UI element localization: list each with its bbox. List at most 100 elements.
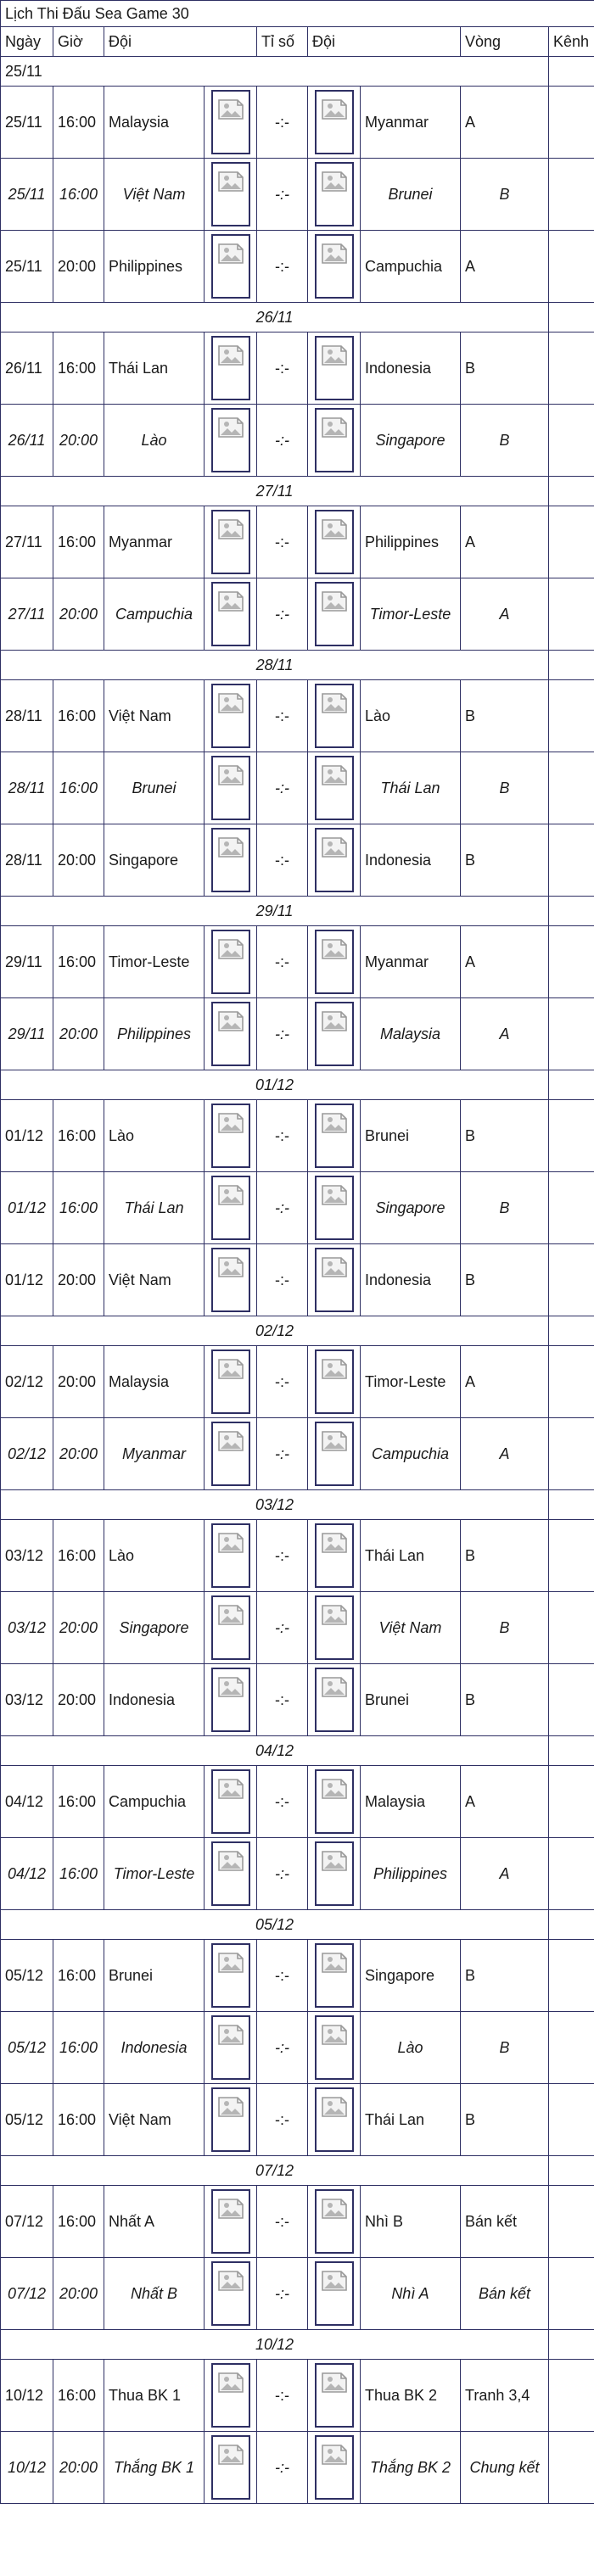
match-date: 02/12 bbox=[0, 1417, 53, 1490]
team2-flag bbox=[307, 1939, 361, 2012]
channel-cell bbox=[547, 1099, 594, 1172]
broken-image-icon bbox=[210, 684, 250, 748]
match-date: 27/11 bbox=[0, 506, 53, 578]
team2-name: Philippines bbox=[360, 1837, 461, 1910]
channel-cell bbox=[547, 2431, 594, 2504]
team1-flag bbox=[204, 925, 257, 998]
team1-flag bbox=[204, 230, 257, 303]
match-round: Bán kết bbox=[460, 2257, 549, 2330]
team1-name: Việt Nam bbox=[104, 1243, 205, 1316]
date-row: 26/11 bbox=[0, 302, 594, 332]
match-time: 20:00 bbox=[53, 1591, 104, 1664]
match-score: -:- bbox=[256, 578, 308, 651]
broken-image-icon bbox=[314, 1248, 354, 1312]
team1-name: Singapore bbox=[104, 1591, 205, 1664]
title-row: Lịch Thi Đấu Sea Game 30 bbox=[0, 0, 594, 27]
date-row: 03/12 bbox=[0, 1489, 594, 1520]
channel-cell bbox=[547, 302, 594, 332]
team2-flag bbox=[307, 2185, 361, 2258]
channel-cell bbox=[547, 1345, 594, 1418]
channel-cell bbox=[547, 925, 594, 998]
team2-name: Brunei bbox=[360, 158, 461, 231]
match-time: 20:00 bbox=[53, 824, 104, 897]
team1-name: Indonesia bbox=[104, 1663, 205, 1736]
channel-cell bbox=[547, 2011, 594, 2084]
broken-image-icon bbox=[210, 1176, 250, 1240]
team1-flag bbox=[204, 506, 257, 578]
team2-flag bbox=[307, 2431, 361, 2504]
match-round: B bbox=[460, 1519, 549, 1592]
broken-image-icon bbox=[314, 1769, 354, 1834]
match-round: B bbox=[460, 158, 549, 231]
team2-name: Singapore bbox=[360, 404, 461, 477]
team2-name: Brunei bbox=[360, 1663, 461, 1736]
channel-cell bbox=[547, 1735, 594, 1766]
broken-image-icon bbox=[210, 828, 250, 892]
team1-name: Thái Lan bbox=[104, 1171, 205, 1244]
channel-cell bbox=[547, 506, 594, 578]
broken-image-icon bbox=[210, 2087, 250, 2152]
channel-cell bbox=[547, 230, 594, 303]
team2-flag bbox=[307, 86, 361, 159]
match-score: -:- bbox=[256, 230, 308, 303]
match-date: 04/12 bbox=[0, 1765, 53, 1838]
match-date: 25/11 bbox=[0, 158, 53, 231]
date-heading: 26/11 bbox=[0, 302, 549, 332]
team1-flag bbox=[204, 86, 257, 159]
team2-name: Malaysia bbox=[360, 1765, 461, 1838]
match-time: 20:00 bbox=[53, 1417, 104, 1490]
channel-cell bbox=[547, 56, 594, 87]
broken-image-icon bbox=[314, 162, 354, 226]
team2-flag bbox=[307, 997, 361, 1070]
match-date: 03/12 bbox=[0, 1591, 53, 1664]
team1-name: Việt Nam bbox=[104, 158, 205, 231]
channel-cell bbox=[547, 752, 594, 824]
match-time: 16:00 bbox=[53, 1939, 104, 2012]
broken-image-icon bbox=[210, 1104, 250, 1168]
broken-image-icon bbox=[314, 684, 354, 748]
channel-cell bbox=[547, 997, 594, 1070]
team2-flag bbox=[307, 1099, 361, 1172]
broken-image-icon bbox=[210, 510, 250, 574]
team1-flag bbox=[204, 997, 257, 1070]
team2-flag bbox=[307, 1837, 361, 1910]
team2-flag bbox=[307, 1591, 361, 1664]
channel-cell bbox=[547, 1243, 594, 1316]
team2-name: Malaysia bbox=[360, 997, 461, 1070]
match-round: B bbox=[460, 824, 549, 897]
match-score: -:- bbox=[256, 506, 308, 578]
match-score: -:- bbox=[256, 752, 308, 824]
team2-flag bbox=[307, 824, 361, 897]
team2-flag bbox=[307, 2359, 361, 2432]
match-score: -:- bbox=[256, 679, 308, 752]
broken-image-icon bbox=[210, 162, 250, 226]
match-time: 16:00 bbox=[53, 2359, 104, 2432]
match-time: 16:00 bbox=[53, 925, 104, 998]
broken-image-icon bbox=[314, 2435, 354, 2500]
team1-flag bbox=[204, 2083, 257, 2156]
channel-cell bbox=[547, 332, 594, 405]
channel-cell bbox=[547, 896, 594, 926]
table-title: Lịch Thi Đấu Sea Game 30 bbox=[0, 0, 594, 27]
channel-cell bbox=[547, 578, 594, 651]
date-row: 02/12 bbox=[0, 1316, 594, 1346]
team1-name: Nhất B bbox=[104, 2257, 205, 2330]
broken-image-icon bbox=[314, 1595, 354, 1660]
broken-image-icon bbox=[210, 1595, 250, 1660]
date-heading: 03/12 bbox=[0, 1489, 549, 1520]
team2-name: Thắng BK 2 bbox=[360, 2431, 461, 2504]
team1-flag bbox=[204, 1837, 257, 1910]
match-score: -:- bbox=[256, 2431, 308, 2504]
date-row: 07/12 bbox=[0, 2155, 594, 2186]
team2-name: Indonesia bbox=[360, 1243, 461, 1316]
date-row: 01/12 bbox=[0, 1070, 594, 1100]
team1-name: Campuchia bbox=[104, 1765, 205, 1838]
match-time: 20:00 bbox=[53, 578, 104, 651]
broken-image-icon bbox=[314, 2189, 354, 2254]
